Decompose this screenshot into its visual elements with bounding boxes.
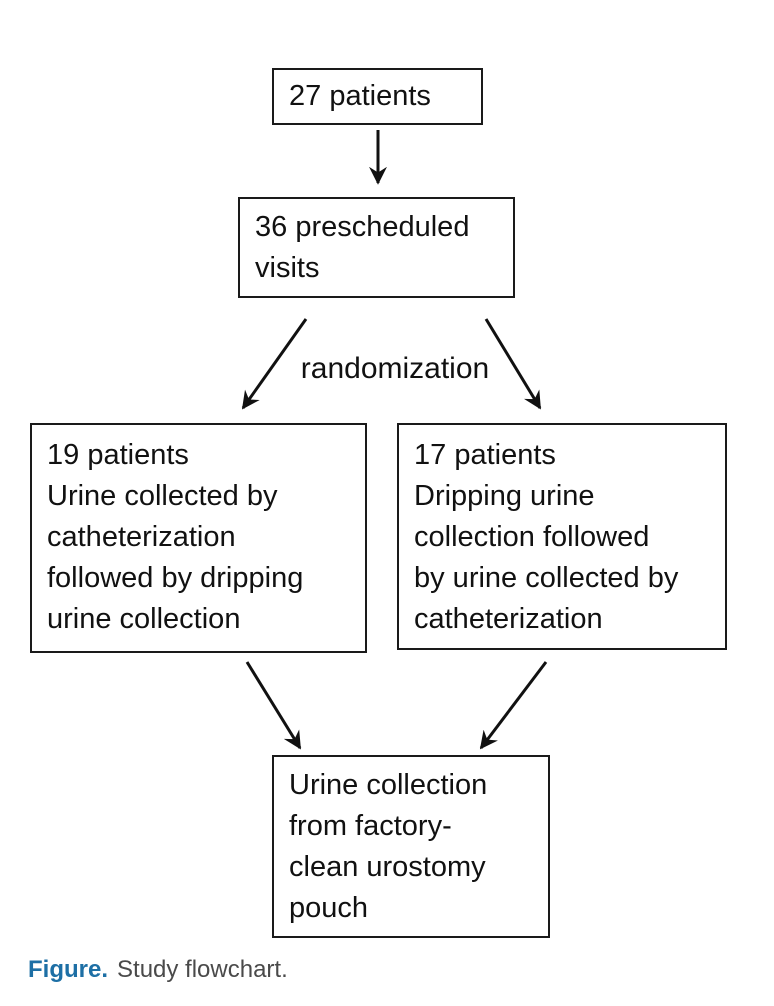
caption-text: Study flowchart. xyxy=(117,956,288,983)
node-text-line: collection followed xyxy=(414,521,650,553)
randomization-label: randomization xyxy=(300,352,490,385)
arrow-left-to-bottom xyxy=(245,661,302,750)
node-text-line: urine collection xyxy=(47,603,241,635)
node-text-line: followed by dripping xyxy=(47,562,304,594)
node-text-line: Urine collection xyxy=(289,769,488,801)
caption-prefix: Figure. xyxy=(28,956,109,983)
node-text-line: Dripping urine xyxy=(414,480,595,512)
node-text-line: from factory- xyxy=(289,810,452,842)
node-text-line: catheterization xyxy=(414,603,603,635)
node-text-line: 27 patients xyxy=(289,80,431,112)
node-urostomy-pouch-collection: Urine collection from factory- clean uro… xyxy=(272,755,550,938)
node-17-patients-dripping-first: 17 patients Dripping urine collection fo… xyxy=(397,423,727,650)
node-27-patients: 27 patients xyxy=(272,68,483,125)
node-36-prescheduled-visits: 36 prescheduled visits xyxy=(238,197,515,298)
node-text-line: 36 prescheduled xyxy=(255,211,470,243)
node-text-line: pouch xyxy=(289,892,369,924)
node-text-line: 19 patients xyxy=(47,439,189,471)
node-19-patients-catheterization-first: 19 patients Urine collected by catheteri… xyxy=(30,423,367,653)
node-text-line: 17 patients xyxy=(414,439,556,471)
node-text-line: catheterization xyxy=(47,521,236,553)
arrow-right-to-bottom xyxy=(479,661,548,750)
node-text-line: Urine collected by xyxy=(47,480,278,512)
node-text-line: clean urostomy xyxy=(289,851,486,883)
figure-caption: Figure. Study flowchart. xyxy=(28,956,288,984)
node-text-line: visits xyxy=(255,252,320,284)
node-text-line: by urine collected by xyxy=(414,562,679,594)
